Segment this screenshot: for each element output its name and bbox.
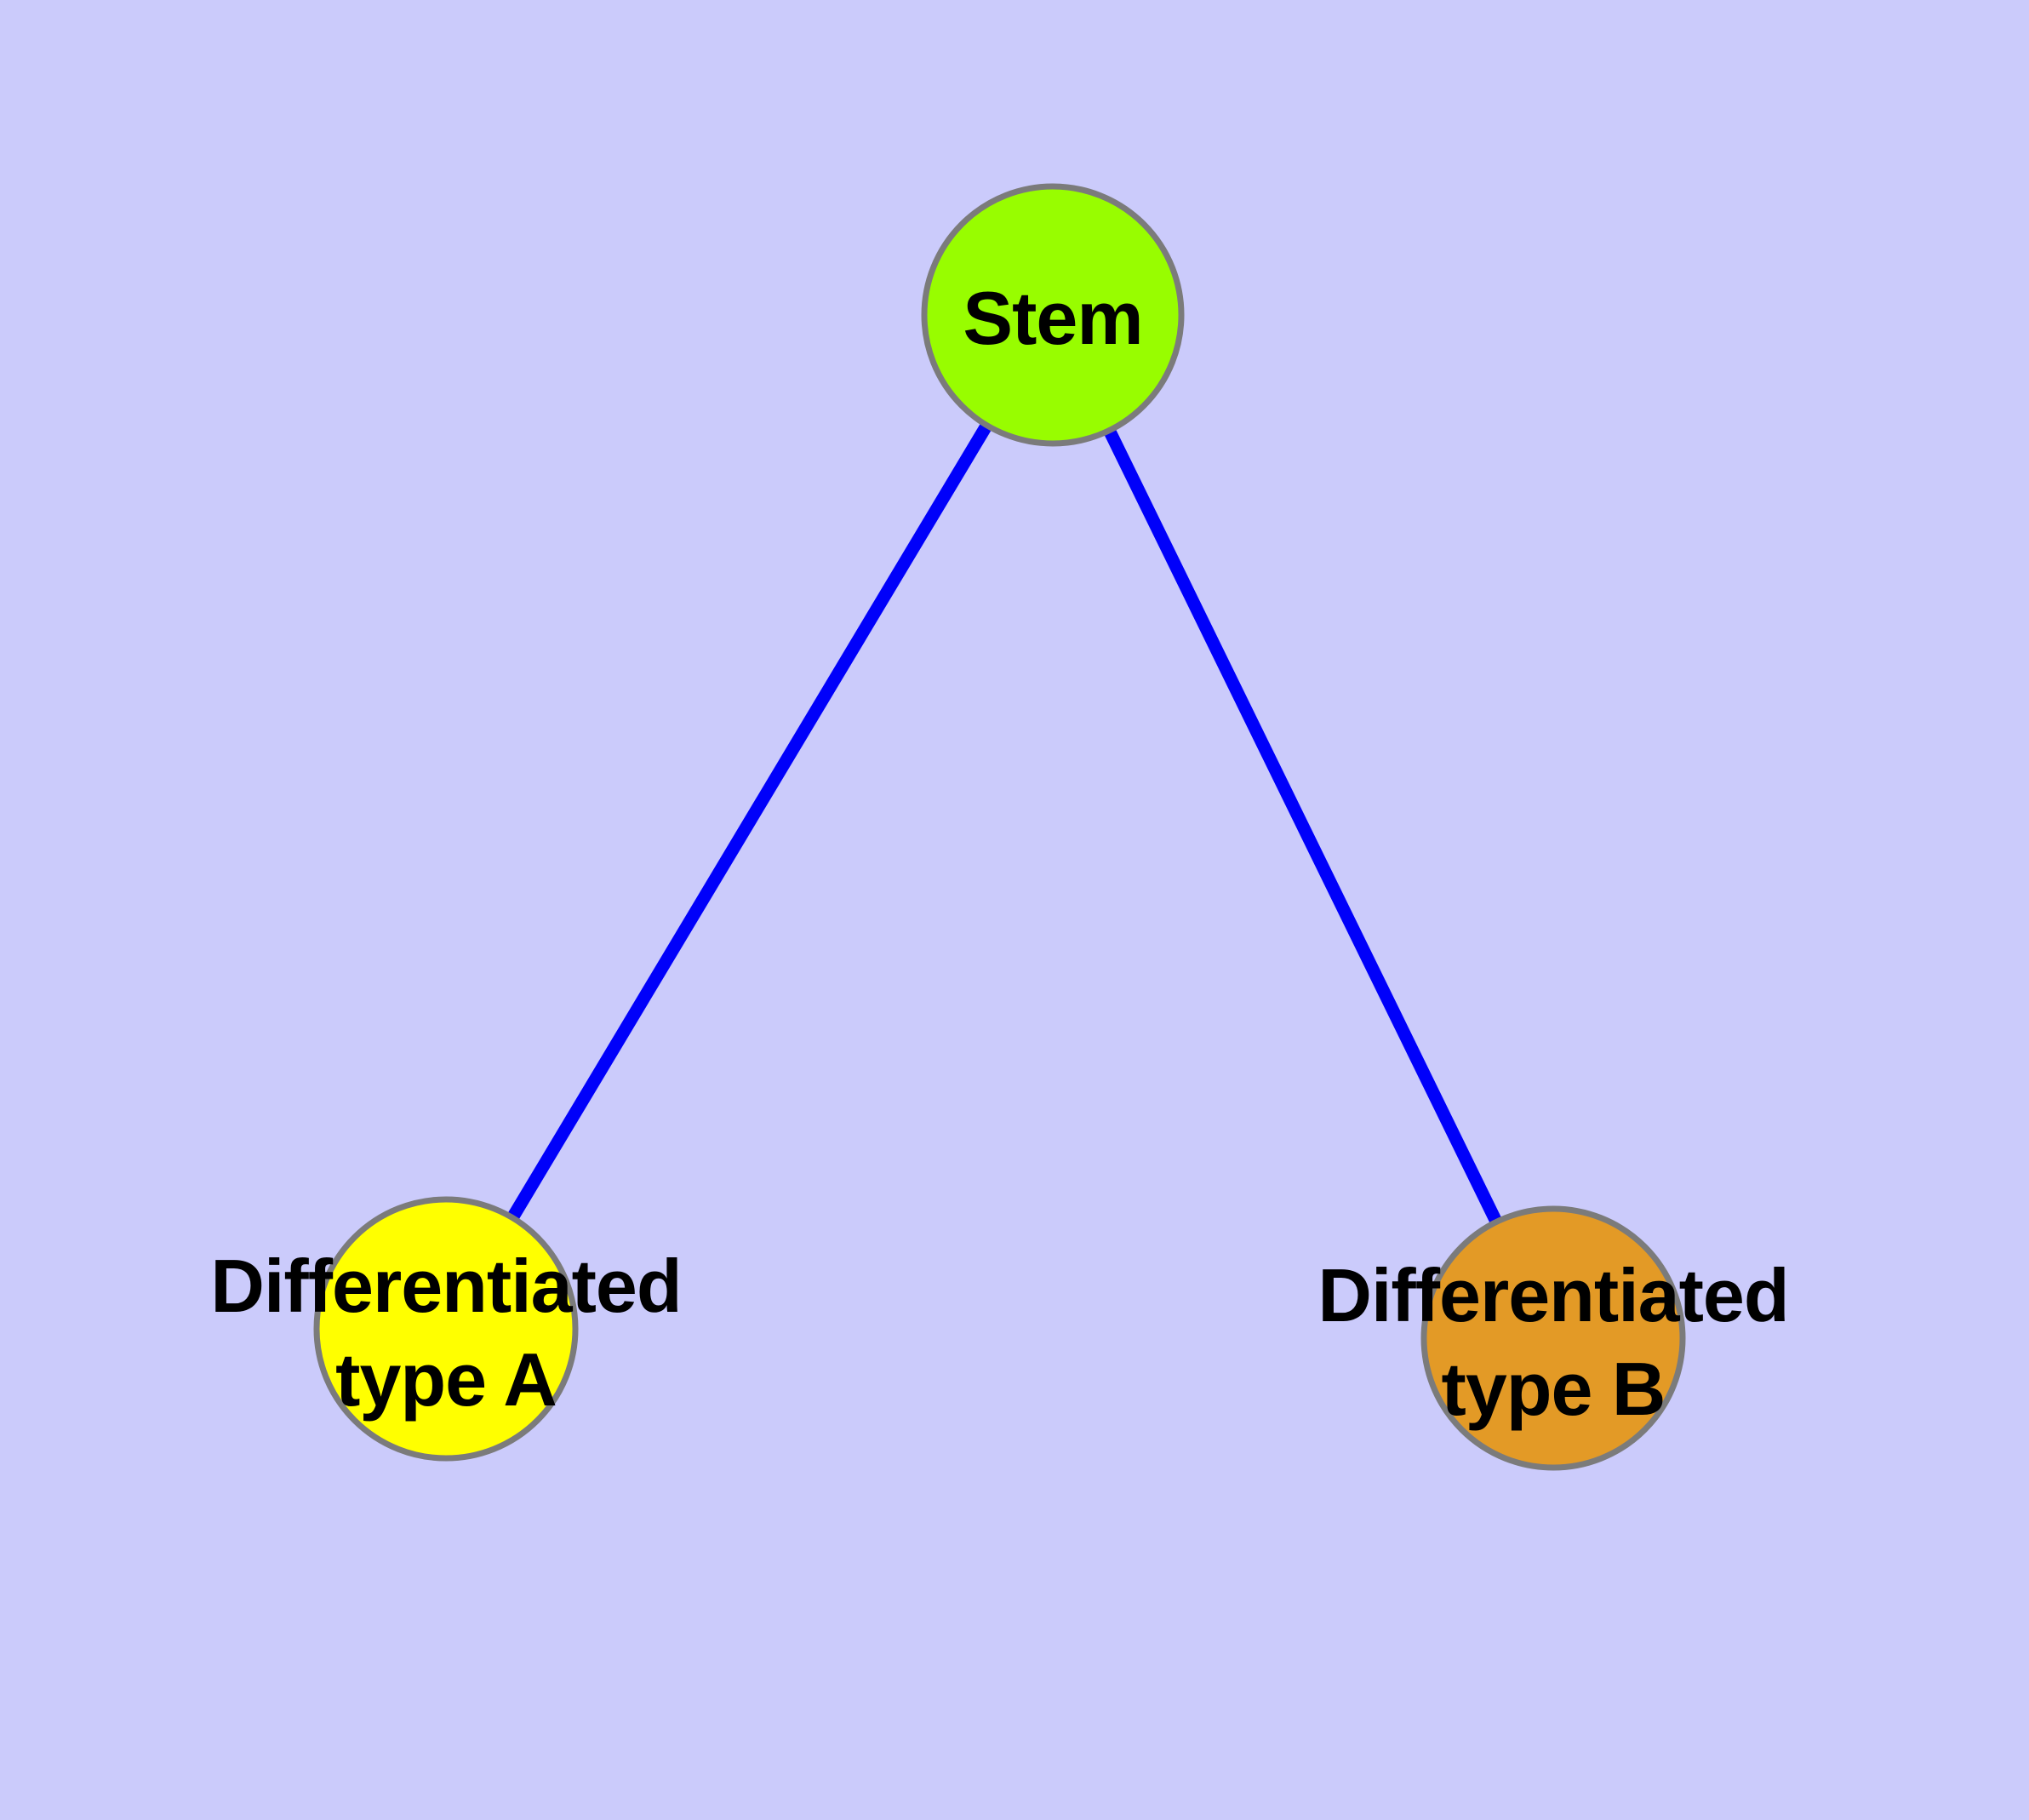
node-label-stem: Stem xyxy=(963,272,1143,365)
node-circle-type-a[interactable] xyxy=(313,1196,579,1462)
node-label-type-b: Differentiated type B xyxy=(1317,1249,1789,1436)
edge-stem-to-type-a xyxy=(440,312,1059,1332)
node-label-type-b-line1: Differentiated xyxy=(1317,1253,1789,1337)
node-circle-type-b[interactable] xyxy=(1420,1205,1686,1471)
node-label-type-a-line2: type A xyxy=(335,1337,557,1422)
node-circle-stem[interactable] xyxy=(921,183,1185,447)
node-label-type-a: Differentiated type A xyxy=(210,1239,682,1427)
node-label-stem-line: Stem xyxy=(963,276,1143,360)
node-label-type-b-line2: type B xyxy=(1441,1347,1666,1431)
node-label-type-a-line1: Differentiated xyxy=(210,1244,682,1328)
edge-stem-to-type-b xyxy=(1047,312,1559,1342)
